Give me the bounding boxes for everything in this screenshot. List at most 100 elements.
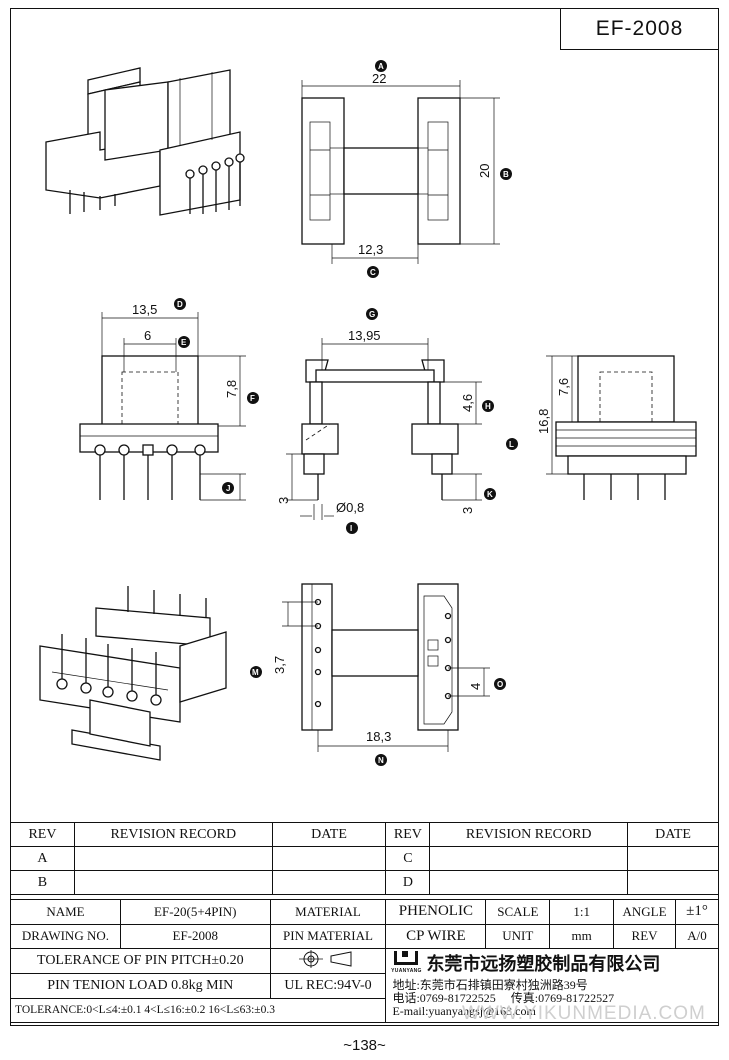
record-cell [73,870,273,895]
company-contact: 电话:0769-81722525 传真:0769-81722527 [392,992,712,1005]
drawing-no-label: DRAWING NO. [10,923,121,949]
table-row: TOLERANCE:0<L≤4:±0.1 4<L≤16:±0.2 16<L≤63… [9,997,719,1023]
revision-table: REV REVISION RECORD DATE REV REVISION RE… [10,822,719,895]
svg-text:3,7: 3,7 [272,656,287,674]
rev-label: REV [613,923,677,949]
svg-text:L: L [509,440,514,449]
company-email: E-mail:yuanyangsj@163.com [392,1004,536,1018]
svg-text:18,3: 18,3 [366,729,391,744]
rev-cell: C [385,846,431,871]
table-row: DRAWING NO. EF-2008 PIN MATERIAL CP WIRE… [10,923,719,949]
svg-text:3: 3 [460,507,475,514]
svg-text:H: H [485,402,491,411]
svg-text:12,3: 12,3 [358,242,383,257]
company-fax: 传真:0769-81722527 [510,991,615,1005]
name-value: EF-20(5+4PIN) [119,899,271,925]
name-label: NAME [10,899,121,925]
svg-text:J: J [226,484,230,493]
svg-text:D: D [177,300,183,309]
date-cell [627,870,719,895]
third-angle-projection-icon [299,950,352,968]
svg-text:13,5: 13,5 [132,302,157,317]
svg-text:16,8: 16,8 [536,409,551,434]
company-logo-icon: YUANYANG [391,951,421,978]
revision-header-row: REV REVISION RECORD DATE REV REVISION RE… [10,822,719,847]
svg-text:I: I [350,524,352,533]
front-view: 13,5 6 7,8 [79,302,246,501]
table-row: NAME EF-20(5+4PIN) MATERIAL PHENOLIC SCA… [10,899,719,925]
record-cell [73,846,273,871]
company-info: YUANYANG 东莞市远扬塑胶制品有限公司 地址:东莞市石排镇田寮村独洲路39… [385,948,719,1023]
ul-rec: UL REC:94V-0 [269,973,387,999]
watermark: WWW.YIKUNMEDIA.COM [462,1003,706,1024]
company-name-row: YUANYANG 东莞市远扬塑胶制品有限公司 [391,951,712,978]
rev-header: REV [10,822,75,847]
rev-cell: D [385,870,431,895]
table-row: B D [10,870,719,895]
callout-markers: A B C D E F G H I J K L M N O [174,60,518,766]
table-row: A C [10,846,719,871]
svg-text:N: N [378,756,384,765]
material-label: MATERIAL [269,899,387,925]
svg-text:3: 3 [276,497,291,504]
rev-cell: A [10,846,75,871]
svg-text:O: O [497,680,503,689]
bottom-view: 3,7 4 18,3 [272,583,490,752]
svg-text:6: 6 [144,328,151,343]
svg-text:B: B [503,170,509,179]
isometric-view-bottom [39,586,227,761]
technical-drawing: 22 20 12,3 13,5 6 7,8 [39,60,697,766]
drawing-code: EF-2008 [560,8,719,50]
svg-text:E: E [181,338,187,347]
material-value: PHENOLIC [385,899,487,925]
rev-header: REV [385,822,431,847]
record-cell [429,846,629,871]
end-view: 16,8 7,6 [536,355,697,500]
svg-text:4,6: 4,6 [460,394,475,412]
page-number: ~138~ [343,1037,386,1054]
rev-cell: B [10,870,75,895]
svg-text:M: M [252,668,259,677]
svg-text:C: C [370,268,376,277]
scale-value: 1:1 [549,899,615,925]
svg-text:22: 22 [372,71,386,86]
record-cell [429,870,629,895]
date-cell [271,870,387,895]
pin-material-value: CP WIRE [385,923,487,949]
svg-text:13,95: 13,95 [348,328,381,343]
drawing-no-value: EF-2008 [119,923,271,949]
drawing-frame [10,8,719,1026]
date-header: DATE [271,822,387,847]
svg-text:G: G [369,310,375,319]
table-row: TOLERANCE OF PIN PITCH±0.20 YUANYANG 东莞市… [10,948,719,1023]
revision-record-header: REVISION RECORD [73,822,273,847]
date-cell [271,846,387,871]
svg-text:7,6: 7,6 [556,378,571,396]
general-tolerance: TOLERANCE:0<L≤4:±0.1 4<L≤16:±0.2 16<L≤63… [9,997,387,1023]
date-header: DATE [627,822,719,847]
svg-text:A: A [378,62,384,71]
pin-material-label: PIN MATERIAL [269,923,387,949]
company-address: 地址:东莞市石排镇田寮村独洲路39号 [392,978,588,992]
svg-text:4: 4 [468,683,483,690]
svg-text:20: 20 [477,164,492,178]
svg-text:Ø0,8: Ø0,8 [336,500,364,515]
angle-value: ±1° [675,899,719,925]
isometric-view-top [45,67,245,216]
unit-label: UNIT [485,923,551,949]
unit-value: mm [549,923,615,949]
projection-symbol [269,948,387,974]
rev-value: A/0 [675,923,719,949]
svg-text:7,8: 7,8 [224,380,239,398]
pin-pitch-tolerance: TOLERANCE OF PIN PITCH±0.20 [10,948,271,974]
scale-label: SCALE [485,899,551,925]
date-cell [627,846,719,871]
svg-text:F: F [250,394,255,403]
title-block: NAME EF-20(5+4PIN) MATERIAL PHENOLIC SCA… [9,899,719,1023]
company-name: 东莞市远扬塑胶制品有限公司 [426,954,661,975]
angle-label: ANGLE [613,899,677,925]
top-view: 22 20 12,3 [301,71,500,264]
pin-tension-load: PIN TENION LOAD 0.8kg MIN [10,973,271,999]
svg-text:K: K [487,490,493,499]
company-phone: 电话:0769-81722525 [392,991,496,1005]
